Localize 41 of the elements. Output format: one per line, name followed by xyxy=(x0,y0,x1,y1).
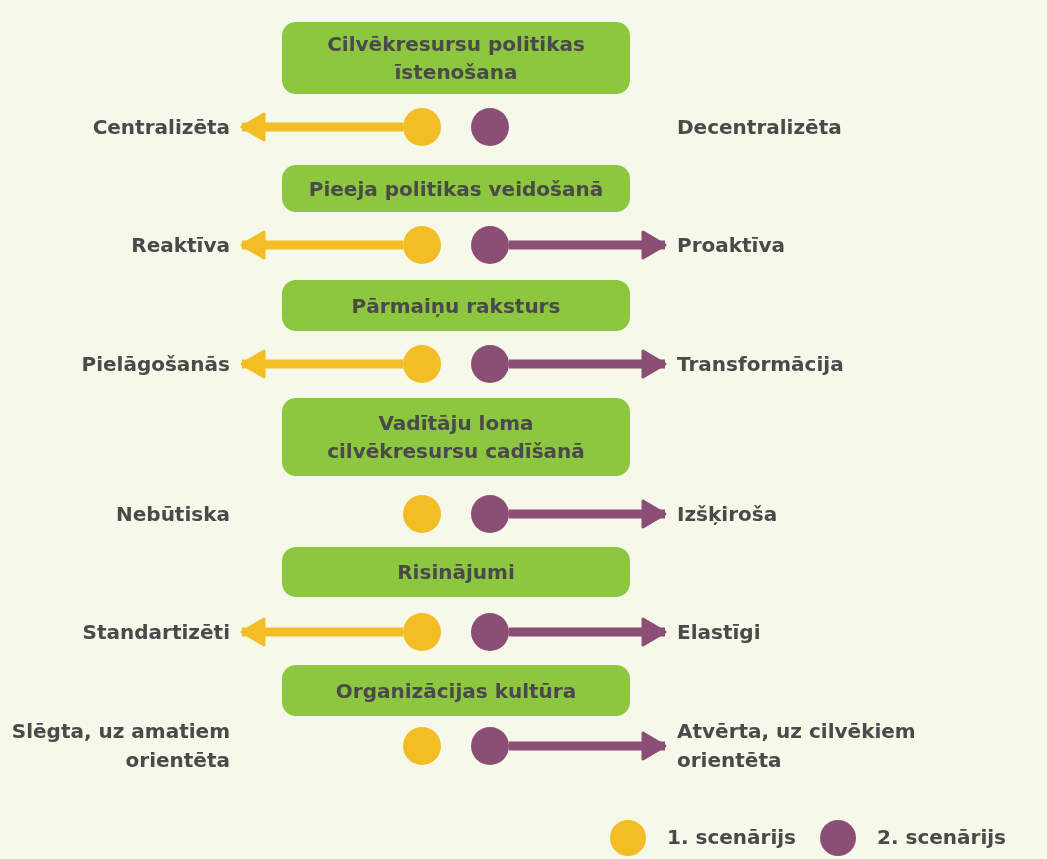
scenario-dot xyxy=(471,727,509,765)
pole-label: Pielāgošanās xyxy=(0,349,242,379)
scenario-dot xyxy=(471,345,509,383)
pole-label: Transformācija xyxy=(665,349,965,379)
scenario-dot xyxy=(403,613,441,651)
pole-label: Decentralizēta xyxy=(665,112,965,142)
pole-label: Elastīgi xyxy=(665,617,965,647)
category-box: Vadītāju loma cilvēkresursu cadīšanā xyxy=(282,398,630,476)
arrow xyxy=(240,112,403,142)
pole-label: Izšķiroša xyxy=(665,499,965,529)
category-box: Pieeja politikas veidošanā xyxy=(282,165,630,212)
legend-label: 2. scenārijs xyxy=(877,825,1006,849)
pole-label: Slēgta, uz amatiem orientēta xyxy=(0,717,242,775)
scenario-dot xyxy=(471,108,509,146)
scenario-dot xyxy=(471,495,509,533)
scenario-dot xyxy=(403,727,441,765)
pole-label: Centralizēta xyxy=(0,112,242,142)
pole-label: Standartizēti xyxy=(0,617,242,647)
pole-label: Atvērta, uz cilvēkiem orientēta xyxy=(665,717,965,775)
scenario-dot xyxy=(403,108,441,146)
arrow xyxy=(240,230,403,260)
scenario-dot xyxy=(471,226,509,264)
arrow xyxy=(509,731,667,761)
pole-label: Proaktīva xyxy=(665,230,965,260)
arrow xyxy=(240,617,403,647)
category-box: Cilvēkresursu politikas īstenošana xyxy=(282,22,630,94)
pole-label: Nebūtiska xyxy=(0,499,242,529)
arrow xyxy=(509,617,667,647)
category-box: Risinājumi xyxy=(282,547,630,597)
arrow xyxy=(509,349,667,379)
category-box: Pārmaiņu raksturs xyxy=(282,280,630,331)
scenario-dot xyxy=(403,495,441,533)
category-box: Organizācijas kultūra xyxy=(282,665,630,716)
scenario-dot xyxy=(471,613,509,651)
scenario-dot xyxy=(403,345,441,383)
legend-label: 1. scenārijs xyxy=(667,825,796,849)
arrow xyxy=(509,230,667,260)
pole-label: Reaktīva xyxy=(0,230,242,260)
scenario-dot xyxy=(403,226,441,264)
arrow xyxy=(240,349,403,379)
arrow xyxy=(509,499,667,529)
